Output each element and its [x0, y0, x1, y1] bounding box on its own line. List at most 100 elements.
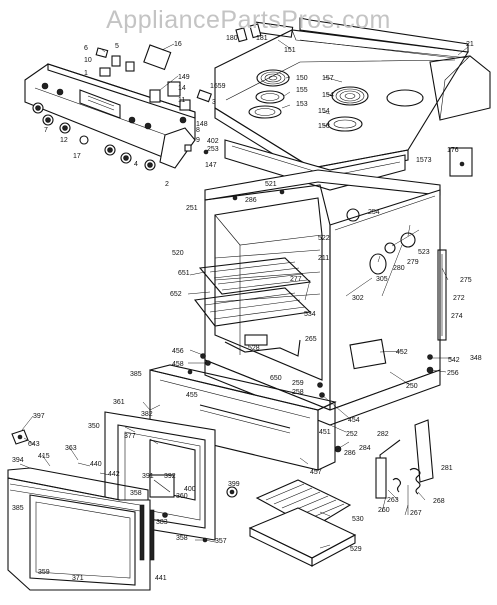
callout-451: 451	[319, 429, 331, 436]
watermark-text: AppliancePartsPros.com	[106, 6, 391, 34]
callout-441: 441	[155, 575, 167, 582]
callout-7: 7	[44, 127, 48, 134]
switch-parts	[95, 23, 473, 177]
callout-357: 357	[215, 538, 227, 545]
callout-534: 534	[304, 311, 316, 318]
callout-9: 9	[196, 137, 200, 144]
callout-211: 211	[318, 255, 329, 262]
callout-359: 359	[38, 569, 50, 576]
callout-156: 156	[318, 123, 330, 130]
callout-8: 8	[196, 127, 200, 134]
callout-286: 286	[245, 197, 257, 204]
callout-361: 361	[113, 399, 125, 406]
surface-unit-right	[327, 86, 369, 132]
callout-456: 456	[172, 348, 184, 355]
callout-529: 529	[350, 546, 362, 553]
callout-385: 385	[130, 371, 142, 378]
callout-523: 523	[418, 249, 430, 256]
control-panel	[24, 63, 196, 169]
callout-371: 371	[72, 575, 84, 582]
callout-252: 252	[346, 431, 358, 438]
callout-267: 267	[410, 510, 422, 517]
callout-256: 256	[447, 370, 459, 377]
callout-176: 176	[447, 147, 459, 154]
callout-180: 180	[226, 35, 238, 42]
callout-4: 4	[134, 161, 138, 168]
callout-284: 284	[359, 445, 371, 452]
callout-labels: 6 5 16 180 181 151 21 10 1 149 14 11 165…	[12, 35, 482, 582]
callout-154: 154	[322, 92, 334, 99]
callout-1: 1	[84, 70, 88, 77]
callout-272: 272	[453, 295, 465, 302]
callout-530: 530	[352, 516, 364, 523]
callout-399: 399	[228, 481, 240, 488]
callout-358: 358	[130, 490, 142, 497]
callout-305: 305	[376, 276, 388, 283]
callout-14: 14	[178, 85, 186, 92]
callout-268: 268	[433, 498, 445, 505]
callout-457: 457	[310, 469, 322, 476]
door-misc-parts	[149, 474, 238, 543]
callout-148: 148	[196, 121, 208, 128]
callout-542: 542	[448, 357, 460, 364]
callout-458: 458	[172, 361, 184, 368]
callout-652: 652	[170, 291, 182, 298]
callout-254: 254	[368, 209, 380, 216]
callout-253: 253	[207, 146, 219, 153]
callout-17: 17	[73, 153, 81, 160]
callout-181: 181	[256, 35, 268, 42]
callout-1573: 1573	[416, 157, 432, 164]
callout-442: 442	[108, 471, 120, 478]
callout-3: 3	[212, 99, 216, 106]
surface-unit-left	[248, 69, 290, 119]
callout-360: 360	[176, 493, 188, 500]
callout-275: 275	[460, 277, 472, 284]
callout-415: 415	[38, 453, 50, 460]
callout-650: 650	[270, 375, 282, 382]
door-hinge-right	[375, 419, 434, 515]
callout-350: 350	[88, 423, 100, 430]
callout-383: 383	[156, 519, 168, 526]
callout-286b: 286	[344, 450, 356, 457]
callout-12: 12	[60, 137, 68, 144]
callout-11: 11	[178, 97, 185, 104]
broiler-pan	[248, 479, 357, 567]
callout-250: 250	[406, 383, 418, 390]
callout-251: 251	[186, 205, 198, 212]
callout-397: 397	[33, 413, 45, 420]
callout-6: 6	[84, 45, 88, 52]
callout-392: 392	[164, 473, 176, 480]
callout-402: 402	[207, 138, 219, 145]
callout-440: 440	[90, 461, 102, 468]
callout-154b: 154	[318, 108, 330, 115]
callout-400: 400	[184, 486, 196, 493]
leader-lines	[19, 39, 469, 549]
callout-1659: 1659	[210, 83, 226, 90]
callout-150: 150	[296, 75, 308, 82]
oven-racks	[193, 257, 312, 357]
callout-149: 149	[178, 74, 190, 81]
callout-263: 263	[387, 497, 399, 504]
callout-643: 643	[28, 441, 40, 448]
callout-147: 147	[205, 162, 217, 169]
callout-153: 153	[296, 101, 308, 108]
callout-258: 258	[292, 389, 304, 396]
callout-358b: 358	[176, 535, 188, 542]
callout-520: 520	[172, 250, 184, 257]
callout-452: 452	[396, 349, 408, 356]
oven-door-outer	[7, 467, 155, 591]
callout-260: 260	[378, 507, 390, 514]
callout-10: 10	[84, 57, 92, 64]
callout-5: 5	[115, 43, 119, 50]
callout-528: 528	[248, 345, 260, 352]
callout-377: 377	[124, 433, 136, 440]
callout-302: 302	[352, 295, 364, 302]
callout-363: 363	[65, 445, 77, 452]
callout-282: 282	[377, 431, 389, 438]
callout-391: 391	[142, 473, 154, 480]
callout-385b: 385	[12, 505, 24, 512]
callout-382: 382	[141, 411, 153, 418]
callout-521: 521	[265, 181, 277, 188]
